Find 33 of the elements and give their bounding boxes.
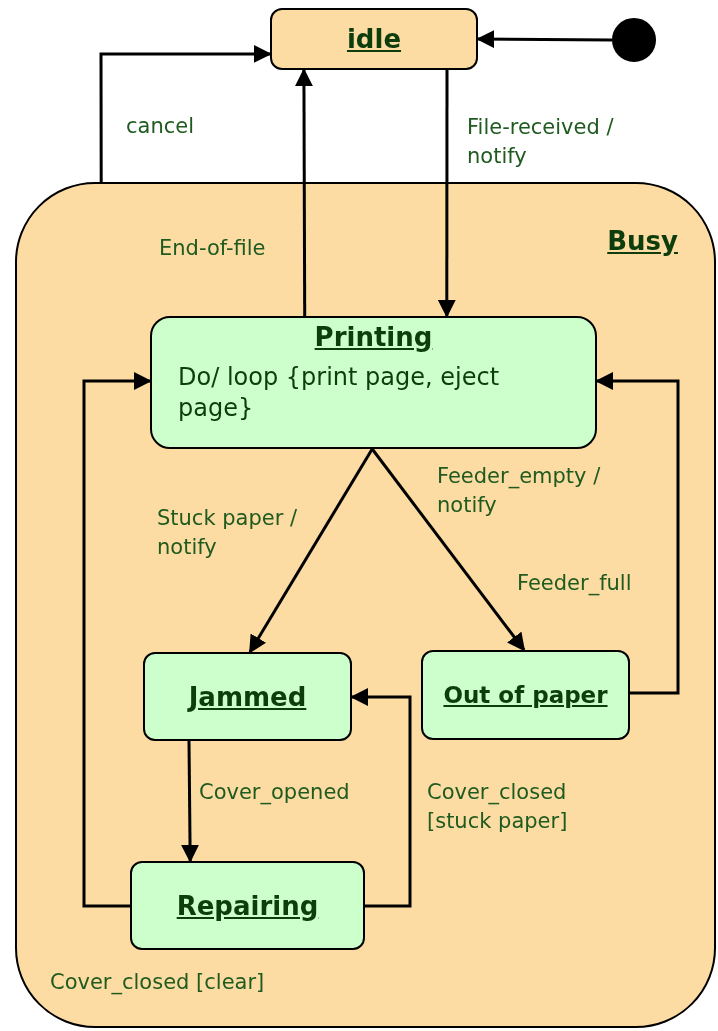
state-box — [130, 861, 365, 950]
transition-label: Stuck paper / notify — [157, 505, 299, 562]
transition-arrow — [294, 68, 313, 316]
state-box — [270, 8, 478, 70]
initial-state-dot — [612, 18, 656, 62]
transition-arrow — [99, 44, 272, 184]
state-name: Jammed — [188, 681, 307, 712]
transition-label: Feeder_empty / notify — [437, 463, 602, 520]
transition-arrow — [371, 448, 526, 652]
transition-label: Cover_closed [stuck paper] — [427, 779, 569, 836]
state-box — [150, 316, 597, 449]
transition-arrow — [82, 372, 152, 908]
state-box — [421, 650, 630, 740]
state-activity: Do/ loop {print page, eject page} — [178, 362, 501, 425]
transition-arrow — [181, 741, 200, 863]
transition-label: File-received / notify — [467, 114, 615, 171]
transition-label: Feeder_full — [517, 570, 632, 598]
transition-label: Cover_opened — [199, 779, 350, 807]
transition-arrow — [476, 30, 612, 49]
transition-label: cancel — [126, 113, 195, 140]
transition-arrow — [248, 448, 374, 654]
state-name: idle — [346, 24, 402, 54]
transition-label: End-of-file — [159, 235, 266, 262]
state-box — [143, 652, 352, 741]
transition-arrow — [437, 70, 456, 318]
state-name: Repairing — [176, 890, 319, 921]
state-name: Out of paper — [443, 682, 608, 708]
transition-arrow — [350, 688, 412, 908]
transition-arrow — [595, 372, 680, 695]
transition-label: Cover_closed [clear] — [50, 969, 265, 997]
composite-state-box — [15, 182, 716, 1028]
state-name: Busy — [607, 226, 678, 256]
state-name: Printing — [314, 322, 433, 352]
